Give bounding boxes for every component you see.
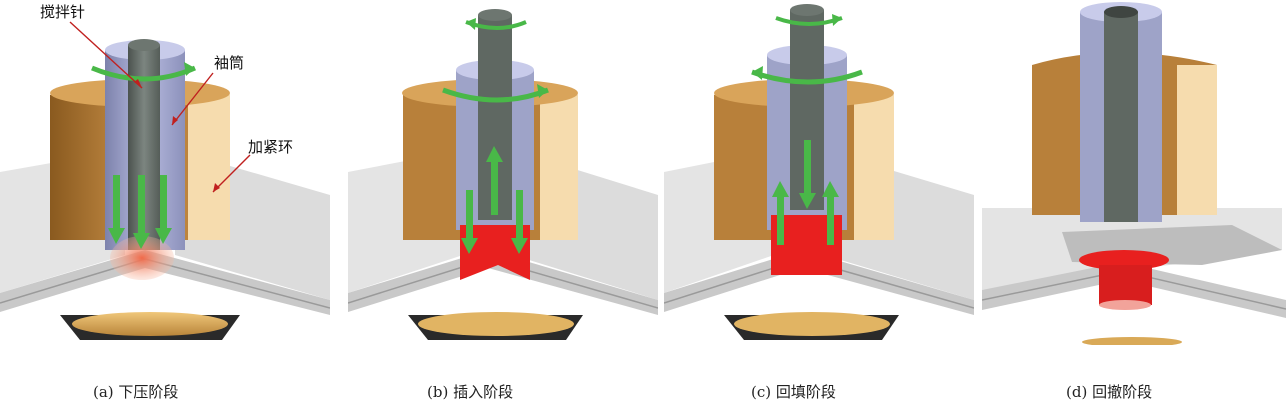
- panel-c-diagram: [664, 4, 974, 340]
- panel-a-diagram: [0, 21, 330, 340]
- caption-b: (b) 插入阶段: [427, 383, 514, 401]
- label-clamp-ring: 加紧环: [248, 138, 294, 156]
- panel-d-diagram: [982, 2, 1286, 345]
- caption-c: (c) 回填阶段: [751, 383, 836, 401]
- panel-b-diagram: [348, 9, 658, 340]
- plasticized-material: [771, 215, 842, 275]
- label-sleeve: 袖筒: [214, 54, 245, 72]
- label-pin: 搅拌针: [40, 3, 86, 21]
- plate-front: [982, 262, 1286, 318]
- caption-a: (a) 下压阶段: [93, 383, 179, 401]
- caption-d: (d) 回撤阶段: [1066, 383, 1153, 401]
- pin: [1104, 12, 1138, 222]
- plasticized-material: [1099, 265, 1152, 305]
- anvil: [1082, 337, 1182, 345]
